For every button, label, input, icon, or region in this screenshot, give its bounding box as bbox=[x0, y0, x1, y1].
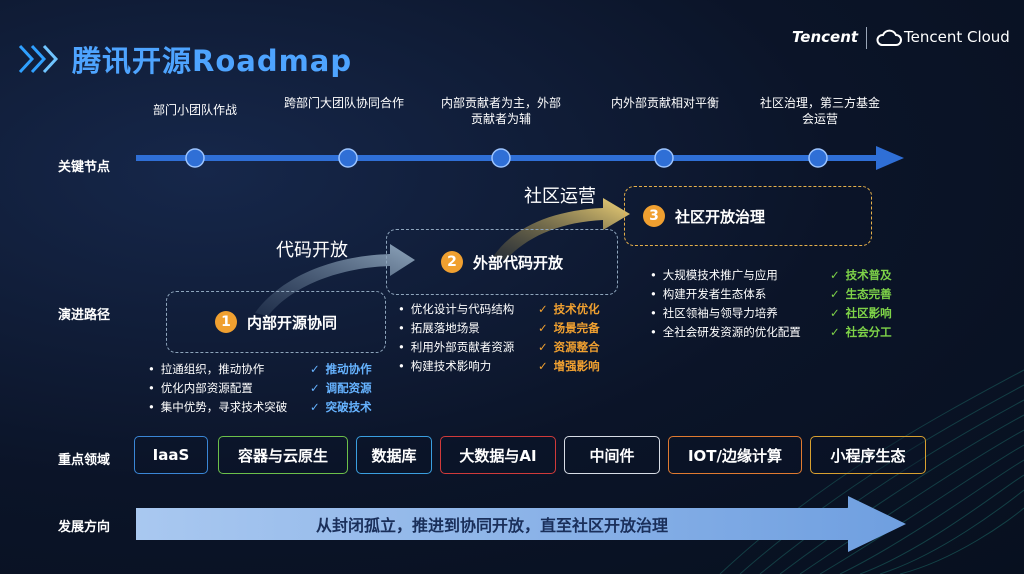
stage-1-bullets: 拉通组织，推动协作 优化内部资源配置 集中优势，寻求技术突破 bbox=[148, 360, 288, 417]
direction-arrow bbox=[136, 496, 906, 552]
stage-2-tags: ✓ 技术优化 ✓ 场景完备 ✓ 资源整合 ✓ 增强影响 bbox=[538, 300, 600, 376]
tencent-logo: Tencent bbox=[792, 28, 859, 46]
milestone-label-5: 社区治理，第三方基金会运营 bbox=[759, 96, 880, 126]
domain-iot-edge: IOT/边缘计算 bbox=[668, 436, 802, 474]
check-icon: ✓ bbox=[830, 306, 840, 320]
check-icon: ✓ bbox=[538, 321, 548, 335]
tag: 增强影响 bbox=[553, 359, 600, 373]
stage-1-number: 1 bbox=[214, 311, 237, 333]
list-item: 大规模技术推广与应用 bbox=[650, 266, 801, 285]
check-icon: ✓ bbox=[538, 302, 548, 316]
row-label-milestones: 关键节点 bbox=[58, 160, 111, 175]
check-icon: ✓ bbox=[830, 287, 840, 301]
list-item: 构建开发者生态体系 bbox=[650, 285, 801, 304]
tencent-cloud-logo: Tencent Cloud bbox=[904, 28, 1010, 46]
stage-2-bullets: 优化设计与代码结构 拓展落地场景 利用外部贡献者资源 构建技术影响力 bbox=[398, 300, 515, 376]
stage-2-title: 外部代码开放 bbox=[472, 253, 563, 272]
transition-arrow-1 bbox=[255, 244, 415, 316]
row-label-path: 演进路径 bbox=[58, 308, 111, 323]
list-item: 全社会研发资源的优化配置 bbox=[650, 323, 801, 342]
milestone-label-2: 跨部门大团队协同合作 bbox=[283, 96, 404, 110]
timeline-arrow bbox=[136, 146, 904, 170]
check-icon: ✓ bbox=[538, 359, 548, 373]
list-item: 拉通组织，推动协作 bbox=[148, 360, 287, 379]
milestone-label-4: 内外部贡献相对平衡 bbox=[610, 96, 719, 110]
check-icon: ✓ bbox=[830, 268, 840, 282]
list-item: 优化内部资源配置 bbox=[148, 379, 287, 398]
tag: 资源整合 bbox=[553, 340, 600, 354]
check-icon: ✓ bbox=[310, 362, 320, 376]
row-label-direction: 发展方向 bbox=[58, 520, 111, 535]
check-icon: ✓ bbox=[538, 340, 548, 354]
tag: 社区影响 bbox=[845, 306, 892, 320]
stage-3-box: 3 社区开放治理 bbox=[624, 186, 872, 246]
milestone-label-1: 部门小团队作战 bbox=[152, 103, 237, 117]
tag: 技术优化 bbox=[553, 302, 600, 316]
tag: 技术普及 bbox=[845, 268, 892, 282]
stage-2-box: 2 外部代码开放 bbox=[386, 229, 618, 295]
tag: 突破技术 bbox=[325, 400, 372, 414]
tag: 场景完备 bbox=[553, 321, 600, 335]
stage-3-number: 3 bbox=[643, 205, 665, 227]
milestone-dot bbox=[491, 148, 511, 168]
transition-label-1: 代码开放 bbox=[276, 240, 348, 261]
milestone-dot bbox=[338, 148, 358, 168]
domain-middleware: 中间件 bbox=[564, 436, 660, 474]
list-item: 构建技术影响力 bbox=[398, 357, 514, 376]
milestone-dot bbox=[185, 148, 205, 168]
stage-3-title: 社区开放治理 bbox=[675, 207, 766, 226]
domain-container-cloud-native: 容器与云原生 bbox=[218, 436, 348, 474]
page-title: 腾讯开源Roadmap bbox=[72, 44, 353, 78]
chevrons-icon bbox=[18, 44, 59, 74]
domain-bigdata-ai: 大数据与AI bbox=[440, 436, 556, 474]
milestone-dot bbox=[808, 148, 828, 168]
milestone-dot bbox=[654, 148, 674, 168]
stage-1-tags: ✓ 推动协作 ✓ 调配资源 ✓ 突破技术 bbox=[310, 360, 372, 417]
stage-1-box: 1 内部开源协同 bbox=[166, 291, 386, 353]
domain-mini-program: 小程序生态 bbox=[810, 436, 926, 474]
domain-database: 数据库 bbox=[356, 436, 432, 474]
stage-3-bullets: 大规模技术推广与应用 构建开发者生态体系 社区领袖与领导力培养 全社会研发资源的… bbox=[650, 266, 801, 342]
tag: 社会分工 bbox=[845, 325, 892, 339]
decorative-swirl bbox=[719, 369, 1024, 574]
check-icon: ✓ bbox=[830, 325, 840, 339]
check-icon: ✓ bbox=[310, 381, 320, 395]
stage-1-title: 内部开源协同 bbox=[246, 313, 337, 332]
tag: 调配资源 bbox=[325, 381, 372, 395]
direction-text: 从封闭孤立，推进到协同开放，直至社区开放治理 bbox=[315, 516, 668, 535]
list-item: 优化设计与代码结构 bbox=[398, 300, 515, 319]
check-icon: ✓ bbox=[310, 400, 320, 414]
stage-3-tags: ✓ 技术普及 ✓ 生态完善 ✓ 社区影响 ✓ 社会分工 bbox=[830, 266, 892, 342]
stage-2-number: 2 bbox=[440, 251, 463, 273]
list-item: 利用外部贡献者资源 bbox=[398, 338, 515, 357]
row-label-domains: 重点领域 bbox=[58, 453, 111, 468]
domain-iaas: IaaS bbox=[134, 436, 208, 474]
list-item: 社区领袖与领导力培养 bbox=[650, 304, 801, 323]
tencent-cloud-icon bbox=[876, 29, 902, 46]
transition-arrow-2 bbox=[493, 198, 630, 260]
list-item: 拓展落地场景 bbox=[398, 319, 514, 338]
tag: 推动协作 bbox=[325, 362, 372, 376]
list-item: 集中优势，寻求技术突破 bbox=[148, 398, 288, 417]
transition-label-2: 社区运营 bbox=[524, 186, 596, 207]
milestone-label-3: 内部贡献者为主，外部贡献者为辅 bbox=[440, 96, 561, 126]
brand-divider bbox=[866, 27, 867, 49]
tag: 生态完善 bbox=[845, 287, 892, 301]
